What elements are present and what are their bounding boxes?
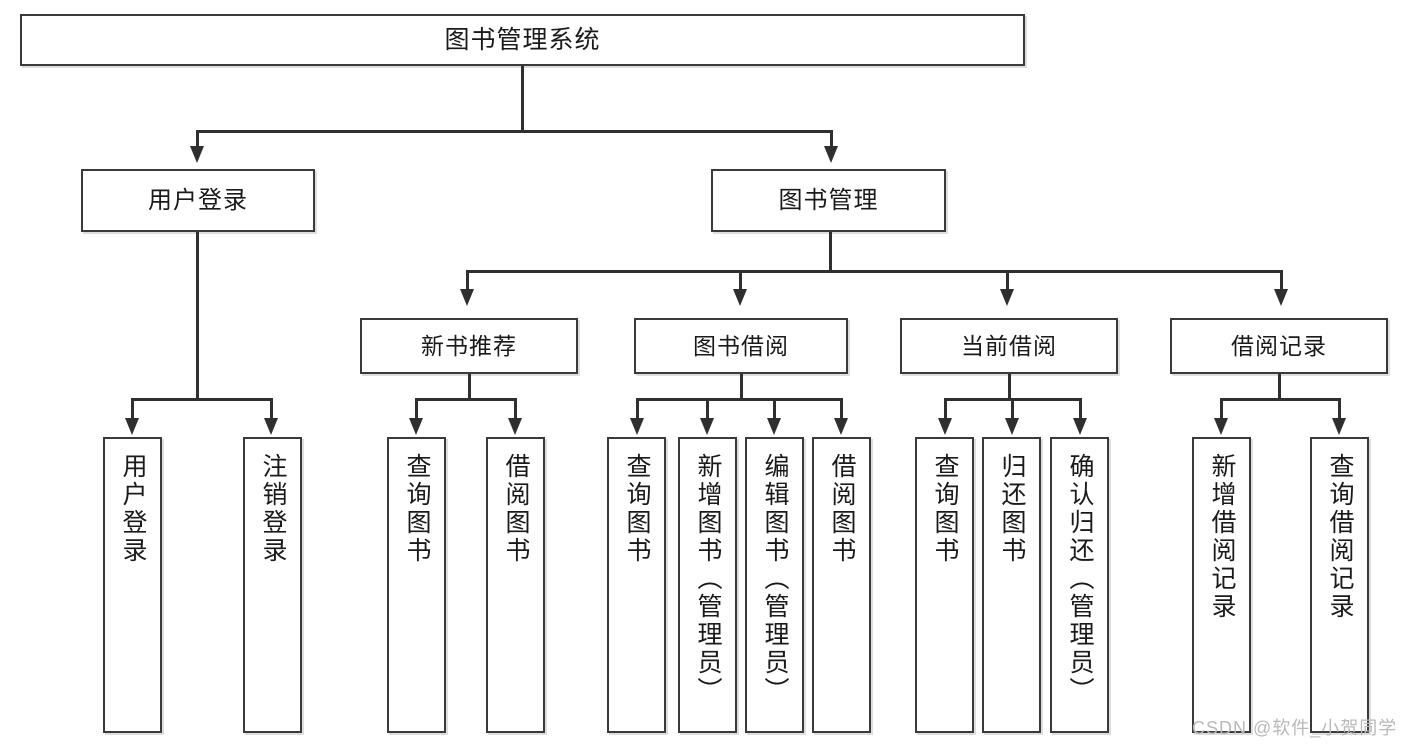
connector-user-login-bus [131, 398, 272, 401]
connector-current-borrow-drop-2 [1011, 398, 1014, 418]
node-label: 图书借阅 [693, 332, 789, 359]
connector-user-login-drop-2 [270, 398, 273, 418]
leaf-confirm-return-admin[interactable]: 确认归还（管理员） [1050, 437, 1109, 733]
connector-current-borrow-drop-3 [1079, 398, 1082, 418]
arrow-to-borrow-record [1274, 289, 1288, 306]
connector-book-manage-bus [466, 270, 1282, 273]
connector-book-borrow-stem [740, 374, 743, 400]
connector-book-borrow-drop-2 [706, 398, 709, 418]
leaf-label: 用户登录 [119, 453, 147, 565]
leaf-borrow-book[interactable]: 借阅图书 [812, 437, 871, 733]
connector-root-stem [521, 66, 524, 132]
node-label: 图书管理系统 [444, 25, 601, 54]
arrow-to-leaf-query-book-c [938, 418, 952, 435]
connector-book-manage-stem [829, 232, 832, 272]
connector-book-manage-drop-4 [1280, 270, 1283, 289]
leaf-edit-book-admin[interactable]: 编辑图书（管理员） [745, 437, 804, 733]
leaf-label: 新增图书（管理员） [694, 453, 722, 705]
leaf-add-borrow-record[interactable]: 新增借阅记录 [1192, 437, 1251, 733]
connector-borrow-record-stem [1278, 374, 1281, 400]
connector-new-book-rec-drop-1 [415, 398, 418, 418]
node-user-login[interactable]: 用户登录 [81, 169, 315, 232]
node-label: 图书管理 [778, 186, 879, 214]
arrow-to-leaf-return-book [1005, 418, 1019, 435]
leaf-logout[interactable]: 注销登录 [243, 437, 302, 733]
arrow-to-user-login [190, 146, 204, 163]
connector-book-borrow-drop-1 [636, 398, 639, 418]
arrow-to-leaf-logout [264, 418, 278, 435]
leaf-query-book-recommend[interactable]: 查询图书 [387, 437, 446, 733]
node-borrow-record[interactable]: 借阅记录 [1170, 318, 1388, 374]
leaf-query-book-current[interactable]: 查询图书 [915, 437, 974, 733]
connector-book-borrow-bus [636, 398, 842, 401]
connector-root-bus [196, 130, 832, 133]
leaf-label: 借阅图书 [502, 453, 530, 565]
leaf-label: 编辑图书（管理员） [761, 453, 789, 705]
connector-book-manage-drop-3 [1006, 270, 1009, 289]
arrow-to-book-borrow [733, 289, 747, 306]
arrow-to-leaf-query-book-b [630, 418, 644, 435]
node-label: 用户登录 [148, 186, 248, 214]
leaf-label: 归还图书 [998, 453, 1026, 565]
arrow-to-book-manage [824, 146, 838, 163]
connector-book-manage-drop-1 [466, 270, 469, 289]
connector-user-login-drop-1 [131, 398, 134, 418]
connector-user-login-stem [196, 232, 199, 400]
connector-root-to-book-manage [830, 130, 833, 147]
node-label: 借阅记录 [1231, 332, 1327, 359]
connector-new-book-rec-drop-2 [514, 398, 517, 418]
leaf-label: 查询图书 [623, 453, 651, 565]
node-new-book-recommend[interactable]: 新书推荐 [360, 318, 578, 374]
connector-book-manage-drop-2 [739, 270, 742, 289]
leaf-label: 新增借阅记录 [1208, 453, 1236, 621]
arrow-to-leaf-borrow-book-rec [508, 418, 522, 435]
connector-borrow-record-drop-2 [1338, 398, 1341, 418]
arrow-to-leaf-query-record [1332, 418, 1346, 435]
node-current-borrow[interactable]: 当前借阅 [900, 318, 1118, 374]
node-book-borrow[interactable]: 图书借阅 [634, 318, 848, 374]
connector-new-book-rec-stem [468, 374, 471, 400]
node-book-management[interactable]: 图书管理 [711, 169, 946, 232]
connector-book-borrow-drop-3 [773, 398, 776, 418]
leaf-label: 查询图书 [931, 453, 959, 565]
leaf-user-login[interactable]: 用户登录 [103, 437, 162, 733]
connector-new-book-rec-bus [415, 398, 516, 401]
arrow-to-current-borrow [1000, 289, 1014, 306]
leaf-label: 查询借阅记录 [1326, 453, 1354, 621]
connector-borrow-record-bus [1220, 398, 1340, 401]
leaf-query-borrow-record[interactable]: 查询借阅记录 [1310, 437, 1369, 733]
leaf-label: 查询图书 [403, 453, 431, 565]
arrow-to-leaf-query-book-rec [409, 418, 423, 435]
connector-borrow-record-drop-1 [1220, 398, 1223, 418]
arrow-to-leaf-edit-book [767, 418, 781, 435]
node-label: 新书推荐 [421, 332, 517, 359]
leaf-add-book-admin[interactable]: 新增图书（管理员） [678, 437, 737, 733]
connector-current-borrow-drop-1 [944, 398, 947, 418]
arrow-to-leaf-confirm-return [1073, 418, 1087, 435]
arrow-to-leaf-borrow-book-b [834, 418, 848, 435]
leaf-borrow-book-recommend[interactable]: 借阅图书 [486, 437, 545, 733]
leaf-query-book-borrow[interactable]: 查询图书 [607, 437, 666, 733]
arrow-to-leaf-add-book [700, 418, 714, 435]
leaf-label: 确认归还（管理员） [1066, 453, 1094, 705]
arrow-to-leaf-user-login [125, 418, 139, 435]
node-book-management-system[interactable]: 图书管理系统 [20, 14, 1025, 66]
leaf-return-book[interactable]: 归还图书 [982, 437, 1041, 733]
node-label: 当前借阅 [961, 332, 1057, 359]
leaf-label: 注销登录 [259, 453, 287, 565]
leaf-label: 借阅图书 [828, 453, 856, 565]
connector-current-borrow-stem [1008, 374, 1011, 400]
connector-root-to-user-login [196, 130, 199, 147]
connector-book-borrow-drop-4 [840, 398, 843, 418]
arrow-to-leaf-add-record [1214, 418, 1228, 435]
arrow-to-new-book-rec [460, 289, 474, 306]
